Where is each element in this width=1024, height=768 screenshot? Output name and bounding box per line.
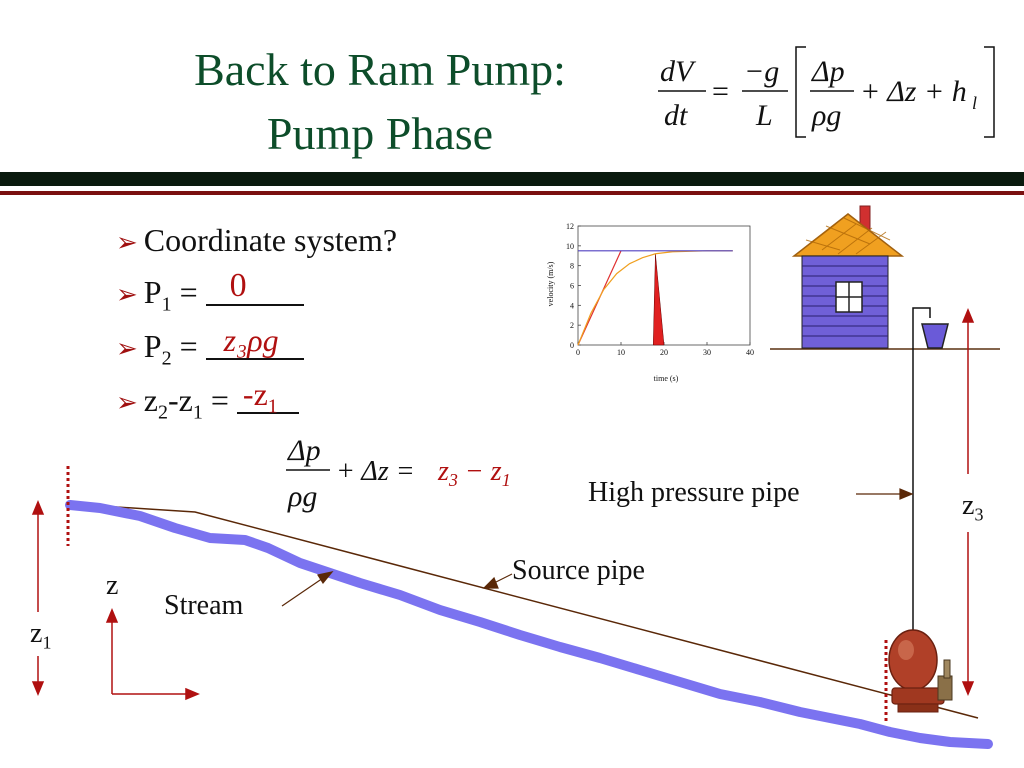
y-tick-label: 10 [566, 242, 574, 251]
velocity-chart: 0 10 20 30 40 0 2 4 6 8 10 12 time (s) velocity (m/… [540, 218, 770, 388]
eq-coef-num: −g [744, 55, 779, 88]
chart-y-label: velocity (m/s) [546, 261, 555, 306]
bullet-arrow-icon: ➢ [116, 388, 138, 417]
chart-x-label: time (s) [654, 374, 679, 383]
eq-lhs-num: dV [660, 55, 697, 88]
z-diff-answer: -z1 [242, 376, 278, 418]
chart-shaded-region [652, 253, 665, 346]
p2-blank: z₃ρg [205, 322, 304, 366]
z-diff-blank: -z1 [236, 376, 299, 420]
x-tick-label: 20 [660, 348, 668, 357]
title-line-1: Back to Ram Pump: [194, 44, 566, 95]
header-equation: dV dt = −g L Δp ρg + Δz + h l [650, 45, 1010, 145]
bullet-arrow-icon: ➢ [116, 228, 138, 257]
bucket [921, 323, 949, 349]
bullet-coordinate-system: ➢Coordinate system? [116, 222, 398, 258]
p2-answer: z₃ρg [223, 322, 279, 358]
y-tick-label: 12 [566, 222, 574, 231]
svg-text:+ Δz =: + Δz = [336, 456, 415, 487]
x-tick-label: 10 [617, 348, 625, 357]
y-tick-label: 6 [570, 282, 574, 291]
bullet-z-diff: ➢z2-z1 = -z1 [116, 376, 299, 432]
p1-blank: 0 [205, 267, 304, 312]
divider-red [0, 191, 1024, 195]
svg-text:ρg: ρg [287, 480, 317, 513]
z3-label: z3 [962, 490, 984, 525]
x-tick-label: 40 [746, 348, 754, 357]
eq-frac-den: ρg [811, 99, 841, 132]
eq-coef-den: L [755, 99, 773, 132]
y-tick-label: 0 [570, 341, 574, 350]
svg-text:z3 − z1: z3 − z1 [437, 456, 511, 490]
y-tick-label: 4 [570, 301, 574, 310]
bullet-p2: ➢P2 = z₃ρg [116, 322, 304, 378]
z3-dimension-arrow [961, 308, 975, 696]
eq-rest: + Δz + h [860, 75, 967, 108]
high-pressure-pipe [912, 307, 931, 650]
stream-pointer-arrow [281, 575, 327, 607]
bullet-p1: ➢P1 = 0 [116, 267, 304, 324]
mid-equation: Δp ρg + Δz = z3 − z1 [282, 428, 542, 518]
svg-text:=: = [712, 75, 729, 108]
divider-dark [0, 172, 1024, 186]
high-pressure-pipe-label: High pressure pipe [588, 477, 800, 508]
source-pipe-label: Source pipe [512, 555, 645, 586]
chart-marks [577, 250, 733, 346]
eq-rest-sub: l [972, 93, 977, 113]
z1-label: z1 [30, 618, 52, 653]
y-tick-label: 8 [570, 262, 574, 271]
z-axis-label: z [106, 570, 119, 601]
y-tick-label: 2 [570, 321, 574, 330]
title-line-2: Pump Phase [266, 108, 494, 159]
eq-lhs-den: dt [664, 99, 688, 132]
bullet-arrow-icon: ➢ [116, 280, 138, 309]
bullet-arrow-icon: ➢ [116, 334, 138, 363]
z1-dimension-arrow [31, 500, 45, 696]
coordinate-axes [105, 608, 200, 701]
stream-label: Stream [164, 590, 244, 621]
x-tick-label: 30 [703, 348, 711, 357]
eq-frac-num: Δp [811, 55, 845, 88]
x-tick-label: 0 [576, 348, 580, 357]
p1-answer: 0 [229, 267, 247, 304]
stream [65, 500, 993, 749]
svg-text:Δp: Δp [287, 434, 321, 467]
ram-pump-icon [888, 629, 953, 713]
